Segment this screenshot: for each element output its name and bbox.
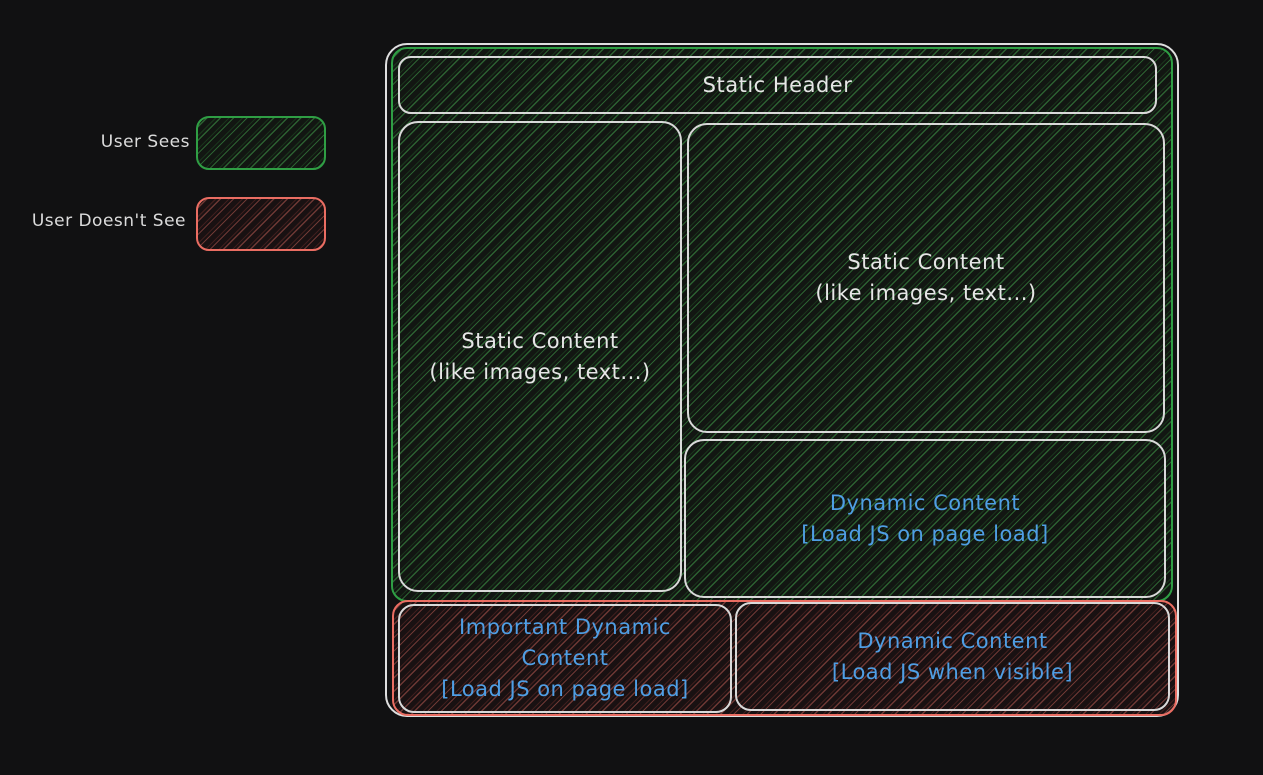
important-dynamic-line3: [Load JS on page load] bbox=[441, 677, 689, 701]
legend-user-doesnt-see-label: User Doesn't See bbox=[31, 211, 186, 231]
right-static-content-line1: Static Content bbox=[847, 250, 1005, 274]
dynamic-content-visible-box: Dynamic Content [Load JS when visible] bbox=[735, 602, 1170, 711]
static-header-label: Static Header bbox=[702, 72, 853, 97]
legend-user-doesnt-see-swatch bbox=[196, 197, 326, 251]
left-static-content-line2: (like images, text...) bbox=[429, 359, 651, 384]
legend-user-sees-swatch bbox=[196, 116, 326, 170]
important-dynamic-line2: Content bbox=[521, 646, 609, 670]
dynamic-content-visible-line2: [Load JS when visible] bbox=[831, 659, 1074, 684]
right-static-content-box: Static Content (like images, text...) bbox=[687, 123, 1165, 433]
important-dynamic-line1: Important Dynamic bbox=[459, 615, 671, 639]
below-fold-region bbox=[392, 600, 1177, 716]
dynamic-content-pageload-box: Dynamic Content [Load JS on page load] bbox=[684, 439, 1166, 598]
dynamic-content-pageload-line1: Dynamic Content bbox=[829, 490, 1021, 515]
dynamic-content-pageload-line2: [Load JS on page load] bbox=[801, 521, 1049, 546]
page-frame: Static Header Static Content (like image… bbox=[385, 43, 1179, 717]
left-static-content-line1: Static Content bbox=[461, 328, 619, 353]
dynamic-content-visible-line1: Dynamic Content bbox=[857, 628, 1048, 653]
left-static-content-box: Static Content (like images, text...) bbox=[398, 121, 682, 592]
viewport-region bbox=[391, 47, 1173, 602]
right-static-content-line2: (like images, text...) bbox=[815, 281, 1037, 305]
static-header-box: Static Header bbox=[398, 56, 1157, 114]
legend-user-sees-label: User Sees bbox=[100, 132, 190, 152]
important-dynamic-content-box: Important Dynamic Content [Load JS on pa… bbox=[398, 604, 732, 713]
